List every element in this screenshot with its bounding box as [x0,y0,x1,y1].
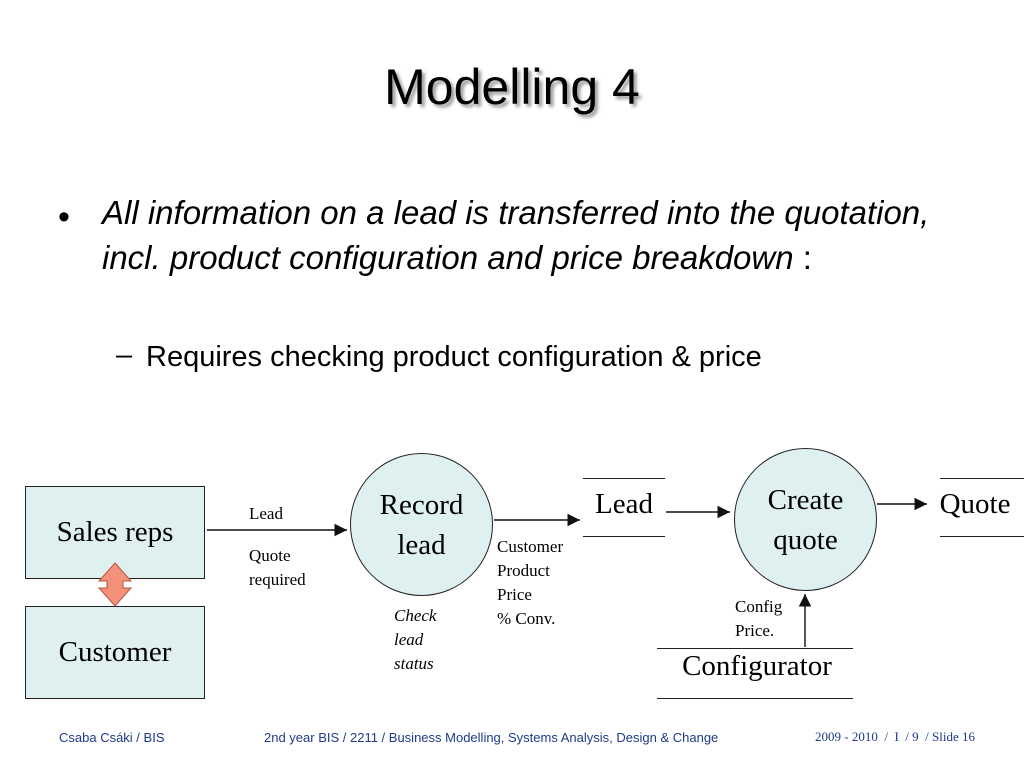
bullet-suffix: : [793,239,812,276]
configurator-data-store: Configurator [682,650,832,682]
record-lead-line1: Record [379,488,464,521]
create-quote-line1: Create [767,483,844,516]
check-line2: lead [394,630,424,649]
bullet-main-text: All information on a lead is transferred… [102,194,930,276]
sub-bullet-text: Requires checking product configuration … [146,341,762,373]
check-lead-status-label: Check lead status [394,604,436,676]
configurator-store-top-line [657,648,853,649]
lead-store-top-line [583,478,665,479]
sub-bullet-marker: – [116,339,133,371]
flow-label-lead: Lead [249,504,283,523]
configurator-store-bottom-line [657,698,853,699]
footer-author: Csaba Csáki / BIS [59,730,165,745]
flow-label-quote-required: Quote required [249,544,306,592]
create-quote-line2: quote [773,523,838,556]
quote-store-bottom-line [940,536,1024,537]
bullet-marker: • [58,198,70,236]
flow-label-quote-line1: Quote [249,546,291,565]
record-lead-process: Record lead [350,453,493,596]
data-line2: Product [497,561,550,580]
config-line2: Price. [735,621,775,640]
slide-title: Modelling 4 [384,59,640,115]
customer-entity: Customer [25,606,205,699]
double-arrow-sales-customer [97,562,133,607]
bullet-text: All information on a lead is transferred… [102,190,942,280]
footer-page-number: 2009 - 2010 / I / 9 / Slide 16 [815,729,975,744]
data-line1: Customer [497,537,564,556]
lead-store-bottom-line [583,536,665,537]
quote-data-store: Quote [939,488,1011,520]
data-line3: Price [497,585,532,604]
flow-label-quote-line2: required [249,570,306,589]
create-quote-process: Create quote [734,448,877,591]
lead-data-store: Lead [595,488,653,520]
data-line4: % Conv. [497,609,556,628]
quote-store-top-line [940,478,1024,479]
config-line1: Config [735,597,783,616]
record-lead-line2: lead [397,528,446,561]
footer-course: 2nd year BIS / 2211 / Business Modelling… [264,730,719,745]
check-line3: status [394,654,434,673]
check-line1: Check [394,606,437,625]
